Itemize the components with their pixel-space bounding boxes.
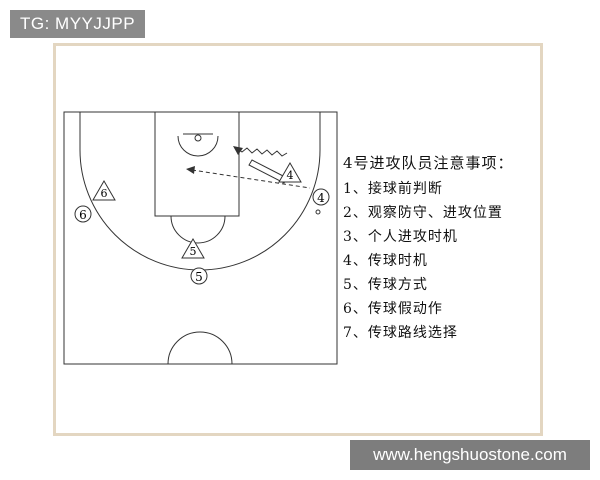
court-boundary [63,111,338,365]
cut-marker [248,159,288,184]
pass-line [191,169,311,189]
ball-marker [315,209,321,215]
note-item: 6、传球假动作 [343,301,443,317]
player-5-circle [190,267,208,285]
dribble-arrowhead [233,146,243,155]
player-4-triangle-label: 4 [287,169,294,182]
player-4-circle-label: 4 [317,191,325,205]
player-5-triangle-label: 5 [190,245,197,258]
note-item: 2、观察防守、进攻位置 [343,205,503,221]
key-lane [154,111,240,217]
note-item: 3、个人进攻时机 [343,229,458,245]
pass-arrowhead [186,166,195,174]
player-6-circle [74,205,92,223]
player-6-circle-label: 6 [79,208,87,222]
free-throw-arc [170,215,226,244]
player-6-triangle [92,180,116,201]
tag-label: TG: MYYJJPP [10,10,146,38]
player-5-triangle [181,238,205,259]
player-6-triangle-label: 6 [101,187,108,200]
note-item: 4、传球时机 [343,253,428,269]
note-item: 7、传球路线选择 [343,325,458,341]
notes-title: 4号进攻队员注意事项： [343,154,514,172]
note-item: 1、接球前判断 [343,181,443,197]
player-4-triangle [278,162,302,183]
dribble-path [236,147,288,157]
restricted-arc [177,135,219,157]
watermark-url[interactable]: www.hengshuostone.com [350,440,590,470]
player-4-circle [312,188,330,206]
diagram-frame [53,43,543,436]
notes-panel: 4号进攻队员注意事项： 1、接球前判断 2、观察防守、进攻位置 3、个人进攻时机… [343,152,514,345]
player-5-circle-label: 5 [195,270,203,284]
hoop [194,134,202,142]
center-circle [167,331,233,365]
note-item: 5、传球方式 [343,277,428,293]
